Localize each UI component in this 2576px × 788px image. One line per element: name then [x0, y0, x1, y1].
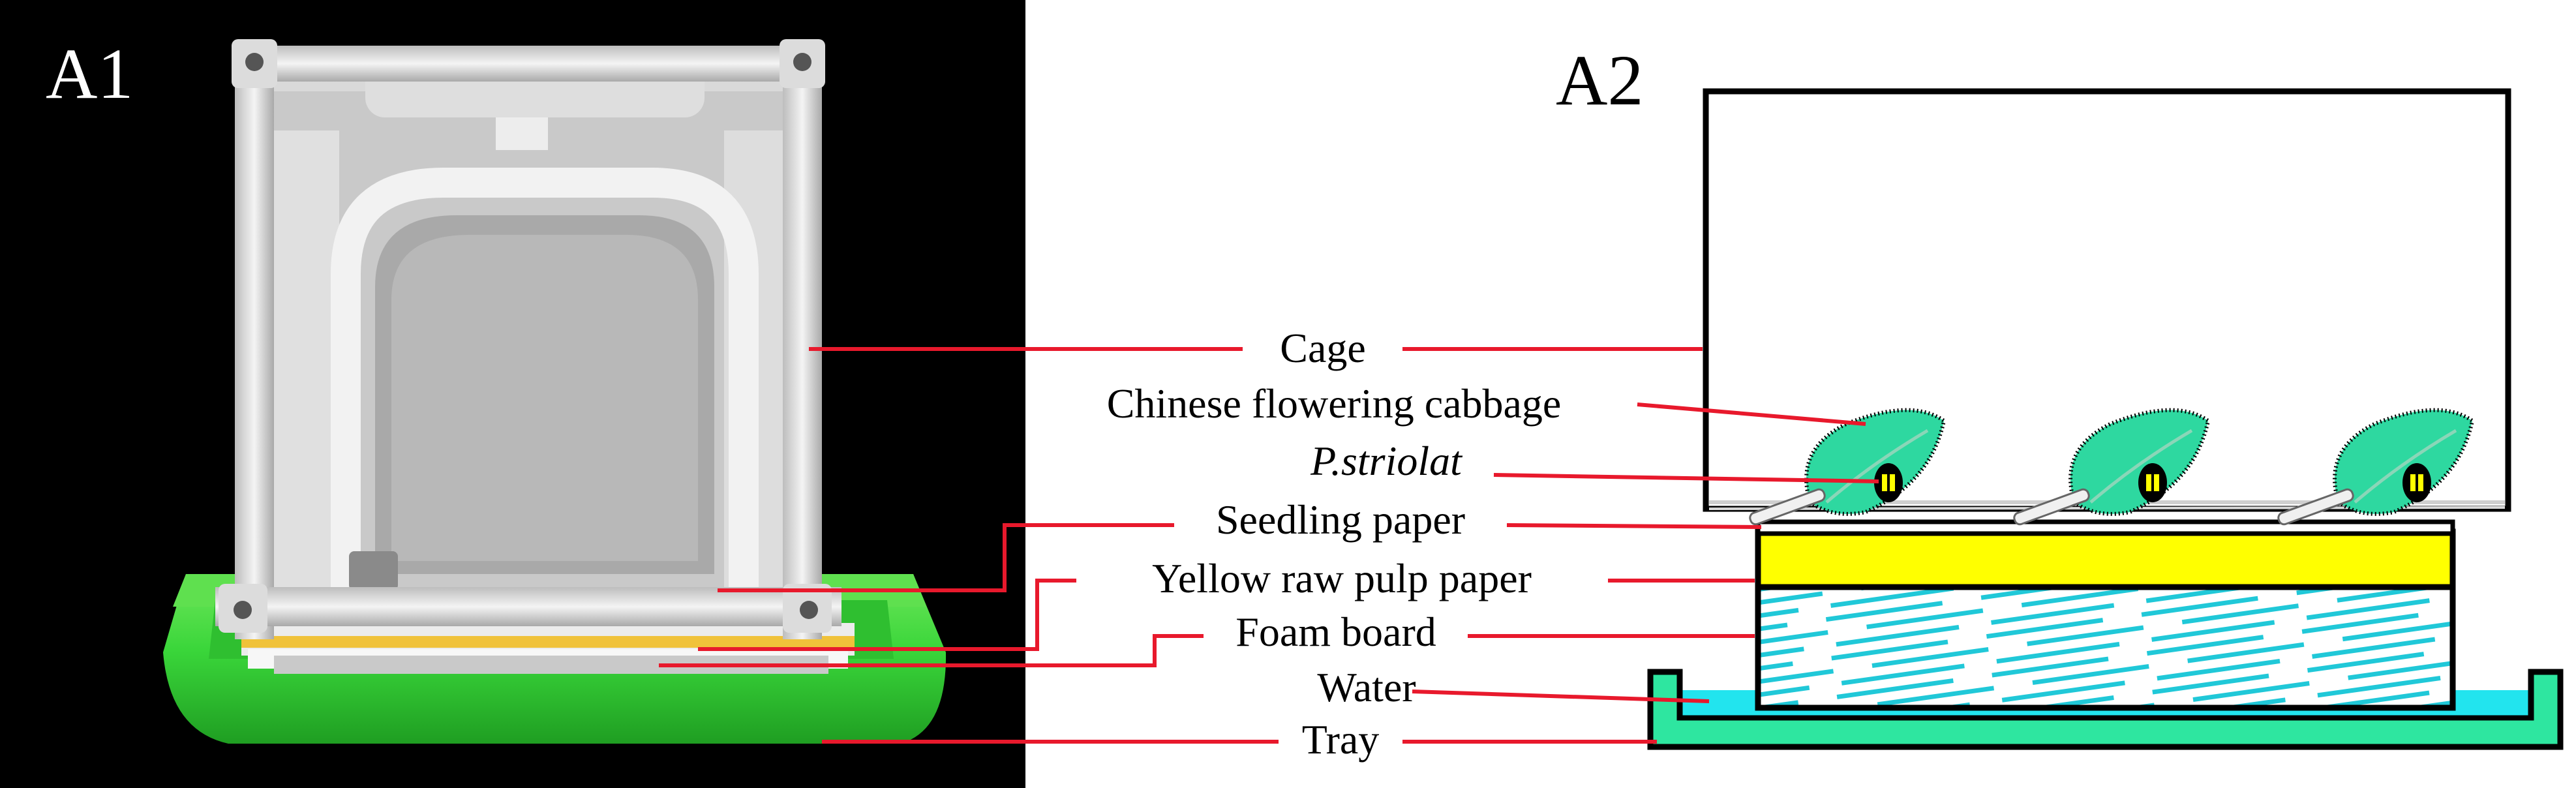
label-cabbage: Chinese flowering cabbage — [1107, 380, 1562, 427]
schematic-beetle-2 — [2138, 463, 2167, 502]
leader-lines — [659, 347, 1879, 744]
labels: Cage Chinese flowering cabbage P.striola… — [1107, 325, 1562, 763]
leader-pulp-left — [698, 579, 1076, 651]
schematic-beetle-3 — [2402, 463, 2431, 502]
schematic-seedling-paper — [1755, 519, 2455, 536]
photo-frame — [215, 39, 841, 639]
schematic-plant-3 — [2277, 408, 2475, 526]
leader-foam-left — [659, 634, 1204, 667]
leader-seedling-left — [718, 523, 1174, 592]
label-pulp-paper: Yellow raw pulp paper — [1152, 555, 1532, 601]
photo-panel: A1 — [0, 0, 1025, 788]
label-seedling-paper: Seedling paper — [1216, 496, 1465, 543]
schematic-plant-2 — [2013, 408, 2211, 526]
label-beetle: P.striolat — [1310, 438, 1463, 484]
label-water: Water — [1317, 664, 1416, 710]
schematic-panel-label: A2 — [1556, 40, 1643, 120]
label-cage: Cage — [1280, 325, 1366, 371]
leader-water — [1412, 690, 1710, 703]
photo-panel-label: A1 — [46, 34, 133, 114]
label-foam-board: Foam board — [1235, 609, 1436, 655]
label-tray: Tray — [1302, 716, 1380, 763]
photo-paper-stack — [241, 623, 855, 674]
leader-beetle — [1493, 473, 1879, 483]
schematic-plant-1 — [1749, 408, 1947, 526]
leader-seedling-right — [1506, 523, 1762, 529]
schematic-foam-board — [1755, 584, 2456, 711]
leader-cabbage — [1637, 402, 1866, 426]
schematic-pulp-paper — [1755, 528, 2456, 590]
schematic-panel: A2 — [1556, 40, 2564, 750]
photo-cage — [254, 59, 802, 613]
schematic-beetle-1 — [1874, 463, 1903, 502]
